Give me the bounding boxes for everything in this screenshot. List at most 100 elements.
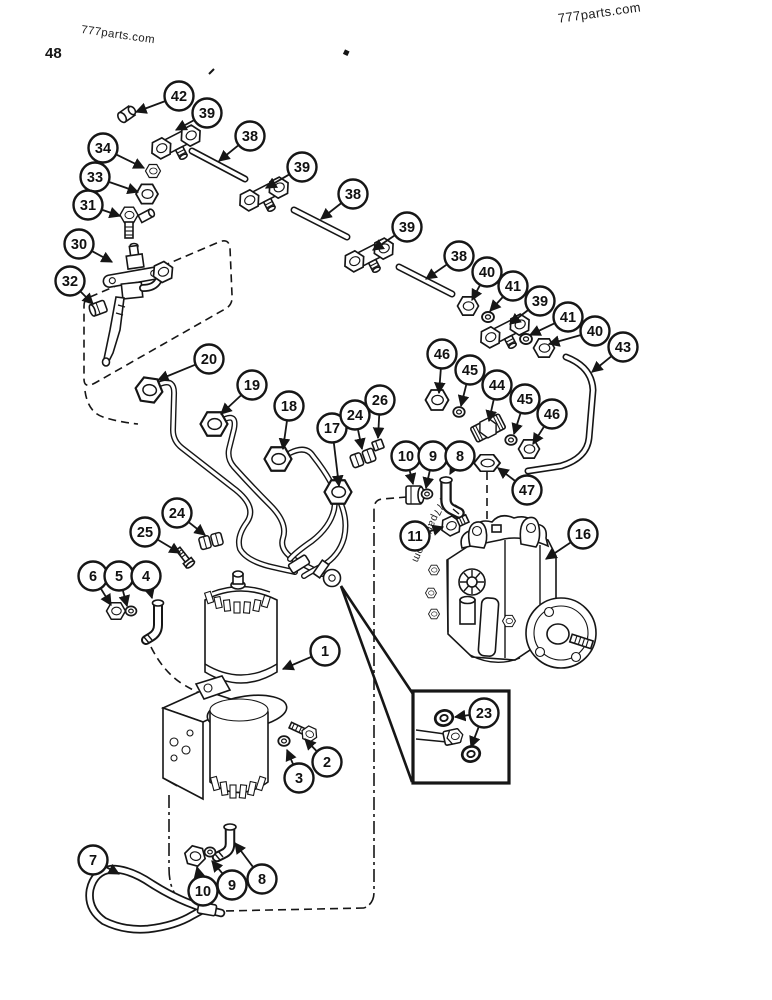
callout-balloons: 4239383433313032393839384041394140434645… <box>54 80 639 907</box>
callout-leader-9 <box>422 470 434 490</box>
callout-38[interactable]: 38 <box>320 178 369 220</box>
callout-circle-16[interactable] <box>567 518 599 550</box>
callout-39[interactable]: 39 <box>264 151 318 189</box>
callout-40[interactable]: 40 <box>547 315 611 347</box>
callout-circle-8[interactable] <box>246 863 278 895</box>
callout-circle-41[interactable] <box>552 301 584 333</box>
callout-circle-19[interactable] <box>236 369 268 401</box>
callout-4[interactable]: 4 <box>130 560 162 600</box>
callout-8[interactable]: 8 <box>444 440 476 476</box>
callout-circle-43[interactable] <box>607 331 639 363</box>
callout-11[interactable]: 11 <box>399 520 445 552</box>
callout-30[interactable]: 30 <box>63 228 114 263</box>
callout-circle-47[interactable] <box>511 474 543 506</box>
callout-47[interactable]: 47 <box>497 467 543 506</box>
callout-circle-2[interactable] <box>311 746 343 778</box>
callout-20[interactable]: 20 <box>156 343 225 382</box>
callout-circle-31[interactable] <box>72 189 104 221</box>
callout-40[interactable]: 40 <box>471 256 503 302</box>
callout-10[interactable]: 10 <box>390 440 422 486</box>
callout-24[interactable]: 24 <box>161 497 206 536</box>
callout-circle-39[interactable] <box>391 211 423 243</box>
callout-circle-7[interactable] <box>77 844 109 876</box>
callout-31[interactable]: 31 <box>72 189 122 221</box>
callout-45[interactable]: 45 <box>454 354 486 408</box>
callout-circle-24[interactable] <box>161 497 193 529</box>
callout-43[interactable]: 43 <box>591 331 639 373</box>
callout-circle-32[interactable] <box>54 265 86 297</box>
callout-38[interactable]: 38 <box>425 240 475 280</box>
callout-circle-46[interactable] <box>426 338 458 370</box>
callout-circle-38[interactable] <box>337 178 369 210</box>
callout-leader-30 <box>92 250 114 263</box>
callout-39[interactable]: 39 <box>372 211 423 251</box>
callout-circle-4[interactable] <box>130 560 162 592</box>
callout-7[interactable]: 7 <box>77 844 121 876</box>
callout-34[interactable]: 34 <box>87 132 146 169</box>
callout-circle-40[interactable] <box>579 315 611 347</box>
callout-circle-46[interactable] <box>536 398 568 430</box>
callout-leader-46 <box>532 426 545 445</box>
callout-circle-42[interactable] <box>163 80 195 112</box>
callout-leader-46 <box>433 369 446 395</box>
callout-circle-23[interactable] <box>468 697 500 729</box>
callout-circle-20[interactable] <box>193 343 225 375</box>
callout-6[interactable]: 6 <box>77 560 112 606</box>
callout-circle-34[interactable] <box>87 132 119 164</box>
callout-circle-38[interactable] <box>443 240 475 272</box>
callout-38[interactable]: 38 <box>218 120 266 162</box>
callout-41[interactable]: 41 <box>489 270 529 312</box>
callout-circle-24[interactable] <box>339 399 371 431</box>
callout-circle-38[interactable] <box>234 120 266 152</box>
callout-16[interactable]: 16 <box>545 518 599 560</box>
filter-canister-lower <box>194 675 288 799</box>
callout-label-40: 40 <box>479 265 495 281</box>
callout-46[interactable]: 46 <box>426 338 458 395</box>
callout-circle-41[interactable] <box>497 270 529 302</box>
callout-32[interactable]: 32 <box>54 265 94 305</box>
callout-circle-18[interactable] <box>273 390 305 422</box>
callout-circle-44[interactable] <box>481 369 513 401</box>
callout-8[interactable]: 8 <box>234 842 278 895</box>
callout-circle-39[interactable] <box>191 97 223 129</box>
callout-44[interactable]: 44 <box>481 369 513 423</box>
callout-circle-26[interactable] <box>364 384 396 416</box>
callout-2[interactable]: 2 <box>304 738 343 778</box>
callout-circle-9[interactable] <box>216 869 248 901</box>
callout-39[interactable]: 39 <box>509 285 556 325</box>
callout-3[interactable]: 3 <box>283 748 315 794</box>
callout-label-16: 16 <box>575 527 591 543</box>
callout-9[interactable]: 9 <box>417 440 449 490</box>
callout-circle-45[interactable] <box>509 383 541 415</box>
callout-5[interactable]: 5 <box>103 560 135 608</box>
callout-17[interactable]: 17 <box>316 412 348 488</box>
callout-circle-39[interactable] <box>286 151 318 183</box>
callout-label-45: 45 <box>517 392 533 408</box>
callout-circle-11[interactable] <box>399 520 431 552</box>
callout-19[interactable]: 19 <box>220 369 268 415</box>
callout-42[interactable]: 42 <box>134 80 195 114</box>
callout-18[interactable]: 18 <box>273 390 305 451</box>
callout-circle-45[interactable] <box>454 354 486 386</box>
callout-25[interactable]: 25 <box>129 516 182 554</box>
callout-10[interactable]: 10 <box>187 865 219 907</box>
callout-24[interactable]: 24 <box>339 399 371 451</box>
callout-9[interactable]: 9 <box>211 860 248 901</box>
callout-circle-40[interactable] <box>471 256 503 288</box>
callout-26[interactable]: 26 <box>364 384 396 440</box>
callout-45[interactable]: 45 <box>509 383 541 436</box>
callout-circle-8[interactable] <box>444 440 476 472</box>
callout-41[interactable]: 41 <box>528 301 584 336</box>
callout-circle-25[interactable] <box>129 516 161 548</box>
callout-circle-30[interactable] <box>63 228 95 260</box>
callout-23[interactable]: 23 <box>453 697 500 749</box>
callout-circle-39[interactable] <box>524 285 556 317</box>
callout-33[interactable]: 33 <box>79 161 140 195</box>
callout-1[interactable]: 1 <box>281 635 341 671</box>
banjo-fitting <box>312 559 342 588</box>
callout-39[interactable]: 39 <box>174 97 223 131</box>
callout-leader-11 <box>429 524 445 536</box>
callout-46[interactable]: 46 <box>532 398 568 445</box>
callout-circle-3[interactable] <box>283 762 315 794</box>
callout-circle-1[interactable] <box>309 635 341 667</box>
